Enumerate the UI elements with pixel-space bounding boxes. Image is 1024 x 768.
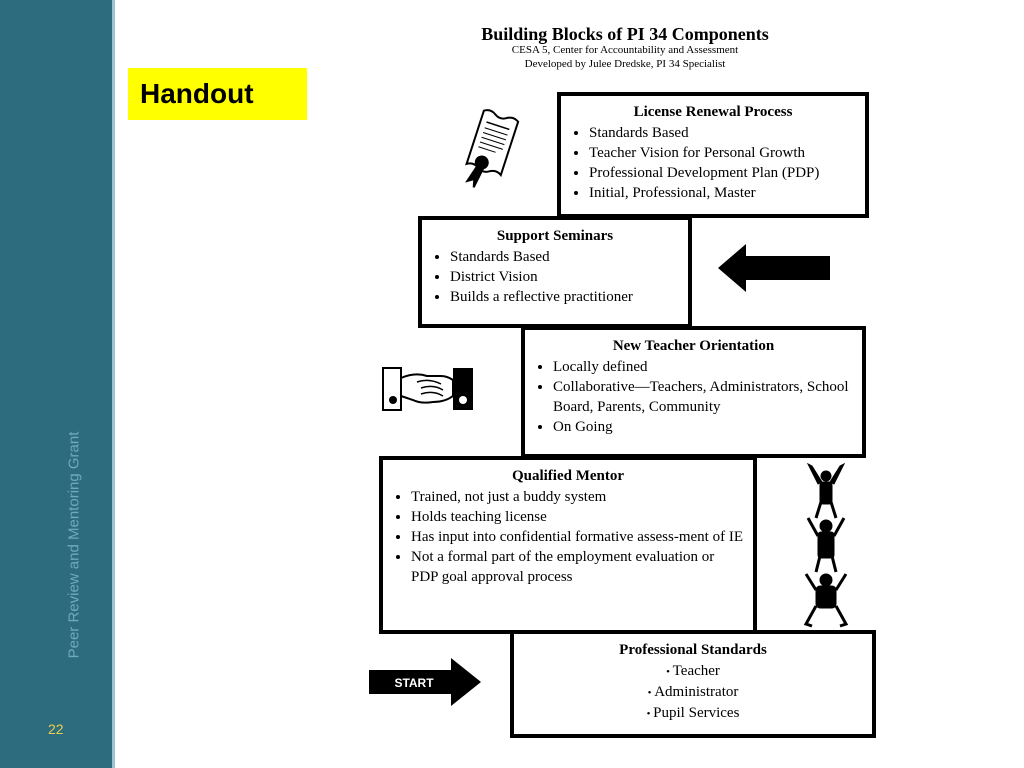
- block-list: Locally defined Collaborative—Teachers, …: [535, 357, 852, 437]
- list-item: Standards Based: [450, 247, 678, 267]
- block-title: Professional Standards: [619, 642, 767, 658]
- list-item: Trained, not just a buddy system: [411, 487, 743, 507]
- start-arrow-label: START: [394, 676, 434, 690]
- list-item: Holds teaching license: [411, 507, 743, 527]
- list-item: District Vision: [450, 267, 678, 287]
- list-item: Professional Development Plan (PDP): [589, 163, 855, 183]
- diagram-subtitle-1: CESA 5, Center for Accountability and As…: [511, 44, 739, 56]
- handshake-icon: [382, 367, 473, 411]
- block-list: Trained, not just a buddy system Holds t…: [393, 487, 743, 587]
- list-item: Teacher Vision for Personal Growth: [589, 143, 855, 163]
- block-list: Teacher Administrator Pupil Services: [524, 661, 862, 724]
- list-item: Builds a reflective practitioner: [450, 287, 678, 307]
- list-item: Standards Based: [589, 123, 855, 143]
- block-title: Support Seminars: [496, 228, 614, 244]
- new-teacher-orientation-block: New Teacher Orientation Locally defined …: [521, 326, 866, 458]
- slide-number: 22: [48, 721, 64, 737]
- qualified-mentor-block: Qualified Mentor Trained, not just a bud…: [379, 456, 757, 634]
- list-item: Not a formal part of the employment eval…: [411, 547, 743, 587]
- arrow-left-icon: [718, 244, 830, 292]
- human-pyramid-icon: [803, 462, 849, 628]
- block-title: License Renewal Process: [633, 104, 793, 120]
- block-title: New Teacher Orientation: [612, 338, 775, 354]
- list-item: On Going: [553, 417, 852, 437]
- list-item: Teacher: [524, 661, 862, 682]
- sidebar: [0, 0, 112, 768]
- handout-label: Handout: [128, 68, 307, 120]
- certificate-icon: [465, 109, 520, 188]
- block-list: Standards Based Teacher Vision for Perso…: [571, 123, 855, 203]
- start-arrow-icon: START: [369, 658, 481, 706]
- list-item: Collaborative—Teachers, Administrators, …: [553, 377, 852, 417]
- support-seminars-block: Support Seminars Standards Based Distric…: [418, 216, 692, 328]
- list-item: Locally defined: [553, 357, 852, 377]
- diagram-title: Building Blocks of PI 34 Components: [481, 24, 769, 44]
- list-item: Pupil Services: [524, 703, 862, 724]
- list-item: Administrator: [524, 682, 862, 703]
- block-title: Qualified Mentor: [511, 468, 625, 484]
- diagram-subtitle-2: Developed by Julee Dredske, PI 34 Specia…: [524, 58, 726, 70]
- license-renewal-block: License Renewal Process Standards Based …: [557, 92, 869, 218]
- list-item: Has input into confidential formative as…: [411, 527, 743, 547]
- block-list: Standards Based District Vision Builds a…: [432, 247, 678, 307]
- sidebar-divider: [112, 0, 115, 768]
- list-item: Initial, Professional, Master: [589, 183, 855, 203]
- sidebar-vertical-text: Peer Review and Mentoring Grant: [65, 431, 83, 659]
- professional-standards-block: Professional Standards Teacher Administr…: [510, 630, 876, 738]
